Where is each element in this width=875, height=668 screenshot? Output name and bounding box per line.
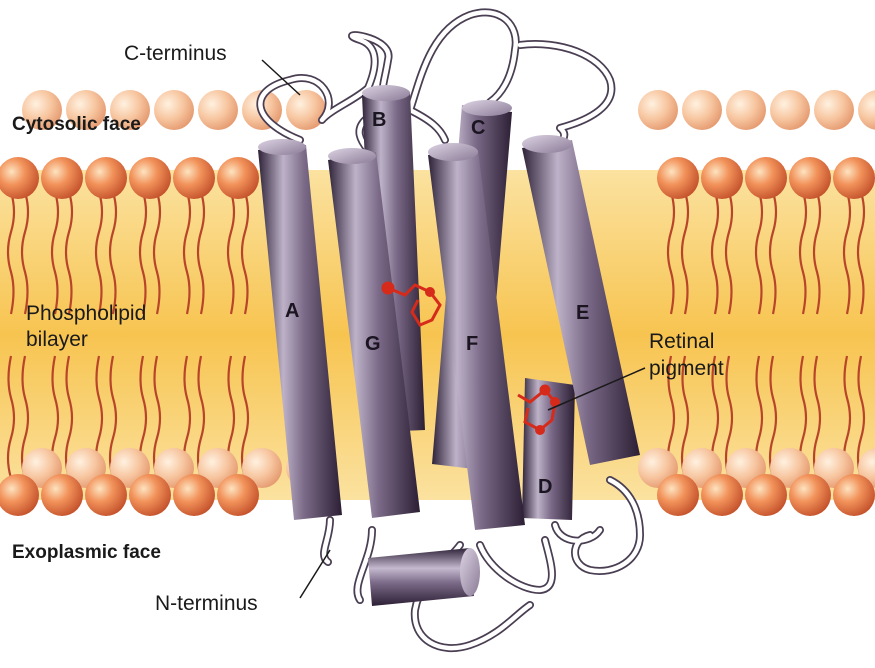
lipid-head-back	[638, 90, 678, 130]
n-terminus-leader	[300, 550, 330, 598]
lipid-head	[217, 157, 259, 199]
n-terminus-label: N-terminus	[155, 592, 258, 616]
helix-label-a: A	[285, 300, 299, 323]
helix-label-g: G	[365, 333, 381, 356]
retinal-label-line1: Retinal	[649, 330, 714, 354]
lipid-head	[41, 474, 83, 516]
lipid-head-back	[154, 90, 194, 130]
lipid-head	[701, 157, 743, 199]
lipid-head	[217, 474, 259, 516]
helix-horizontal	[368, 548, 480, 606]
lipid-head-back	[726, 90, 766, 130]
phospholipid-label-line2: bilayer	[26, 328, 88, 352]
c-terminus-label: C-terminus	[124, 42, 227, 66]
lipid-head-back	[814, 90, 854, 130]
lipid-head	[129, 157, 171, 199]
lipid-head	[745, 474, 787, 516]
lipid-head-back	[682, 90, 722, 130]
lipid-head	[789, 474, 831, 516]
lipid-head	[85, 157, 127, 199]
cytosolic-face-label: Cytosolic face	[12, 114, 141, 136]
lipid-head	[129, 474, 171, 516]
lipid-head-back	[198, 90, 238, 130]
helix-label-b: B	[372, 109, 386, 132]
lipid-head	[833, 157, 875, 199]
lipid-head	[745, 157, 787, 199]
helix-label-f: F	[466, 333, 478, 356]
lipid-head	[657, 157, 699, 199]
lipid-head-back	[286, 90, 326, 130]
helix-label-c: C	[471, 117, 485, 140]
lipid-head	[41, 157, 83, 199]
lipid-head	[701, 474, 743, 516]
retinal-label-line2: pigment	[649, 357, 724, 381]
lipid-head	[789, 157, 831, 199]
helix-label-e: E	[576, 302, 589, 325]
lipid-head	[173, 474, 215, 516]
lipid-head-back	[770, 90, 810, 130]
lipid-head	[85, 474, 127, 516]
lipid-head	[173, 157, 215, 199]
phospholipid-label-line1: Phospholipid	[26, 302, 146, 326]
lipid-head	[657, 474, 699, 516]
helix-label-d: D	[538, 476, 552, 499]
exoplasmic-face-label: Exoplasmic face	[12, 542, 161, 564]
lipid-head	[833, 474, 875, 516]
lipid-head-back	[858, 90, 875, 130]
